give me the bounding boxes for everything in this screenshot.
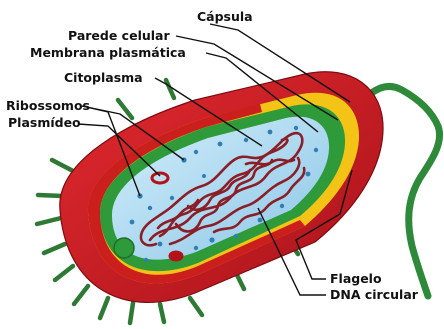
storage-granule (114, 238, 134, 258)
label-flagelo: Flagelo (330, 271, 382, 286)
label-parede-celular: Parede celular (68, 28, 170, 43)
label-dna-circular: DNA circular (330, 287, 419, 302)
label-ribossomos: Ribossomos (6, 98, 90, 113)
label-membrana-plasmatica: Membrana plasmática (30, 45, 186, 60)
label-citoplasma: Citoplasma (64, 70, 143, 85)
label-capsula: Cápsula (197, 9, 253, 24)
label-plasmideo: Plasmídeo (8, 115, 81, 130)
